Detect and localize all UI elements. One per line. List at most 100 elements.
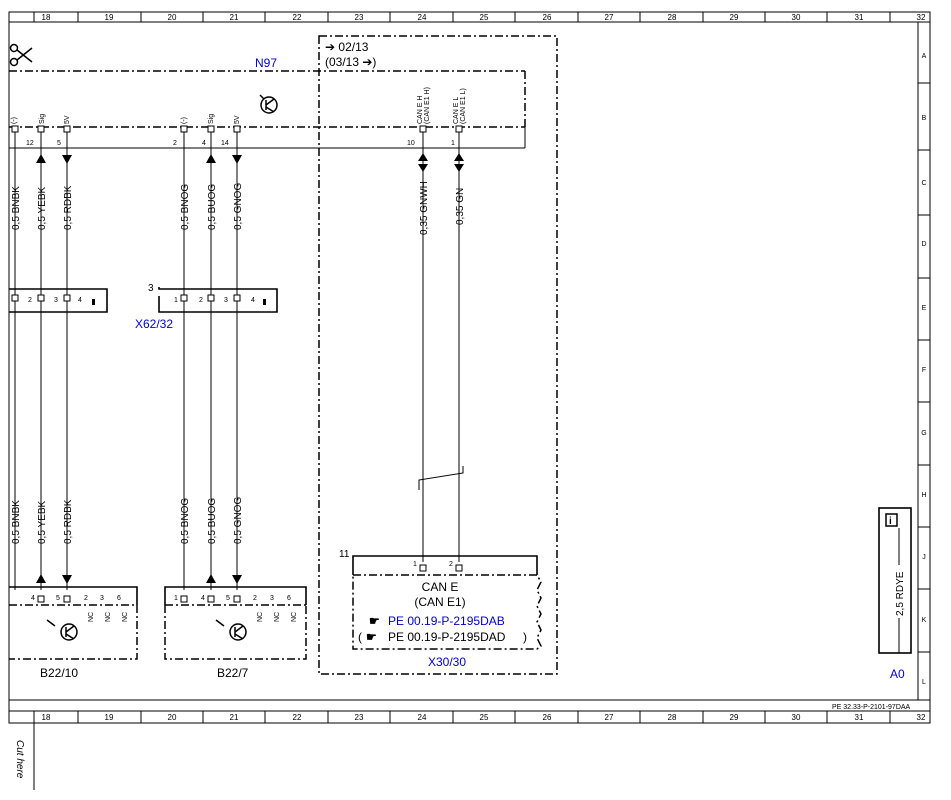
col-label: 24: [418, 713, 427, 722]
validity-box: [318, 35, 558, 675]
drawing-frame: [8, 11, 931, 790]
col-label: 18: [42, 713, 51, 722]
pointing-hand-icon: ☛: [369, 614, 380, 628]
pin-number: 5: [226, 595, 230, 602]
pin-number: 2: [253, 595, 257, 602]
signal-arrows: [36, 153, 464, 584]
col-label: 32: [917, 13, 926, 22]
wire-label: 0,35 GN: [455, 188, 466, 225]
column-labels-bottom: 18 19 20 21 22 23 24 25 26 27 28 29 30 3…: [42, 713, 926, 722]
b22-10-label: B22/10: [40, 666, 78, 680]
wire-label: 0,5 RDBK: [63, 185, 74, 230]
row-label: J: [922, 554, 926, 561]
pin-number: 6: [117, 595, 121, 602]
pin-number: 4: [202, 140, 206, 147]
drawing-reference: PE 32.33-P-2101-97DAA: [832, 704, 911, 711]
col-label: 24: [418, 13, 427, 22]
nc-label: NC: [88, 612, 95, 622]
wire-labels-lower: 0,5 BNBK 0,5 YEBK 0,5 RDBK 0,5 BNOG 0,5 …: [11, 497, 244, 544]
col-label: 29: [730, 713, 739, 722]
col-label: 22: [293, 713, 302, 722]
can-ref2-paren-open: (: [358, 630, 362, 644]
wire-label: 0,5 BUOG: [207, 498, 218, 544]
scissors-icon: [9, 43, 33, 67]
pin-number: 1: [174, 297, 178, 304]
row-label: A: [922, 53, 927, 60]
pin-number: 5: [56, 595, 60, 602]
pointing-hand-icon: ☛: [366, 630, 377, 644]
wire-label: 0,5 BNOG: [180, 498, 191, 544]
can-ref1: PE 00.19-P-2195DAB: [388, 614, 505, 628]
col-label: 22: [293, 13, 302, 22]
col-label: 26: [543, 713, 552, 722]
wire-label: 0,5 RDBK: [63, 499, 74, 544]
wire-label: 0,35 GNWH: [419, 181, 430, 235]
row-label: D: [921, 241, 926, 248]
sensor-b22-10: 4 5 2 3 6 NC NC NC B22/10: [9, 586, 138, 680]
transistor-icon: [215, 619, 247, 641]
sensor-b22-7: 1 4 5 2 3 6 NC NC NC B22/7: [164, 586, 307, 680]
col-label: 19: [105, 713, 114, 722]
col-label: 20: [168, 13, 177, 22]
col-label: 27: [605, 13, 614, 22]
x62-32-label: X62/32: [135, 317, 173, 331]
col-label: 28: [668, 713, 677, 722]
pin-label: (CAN E1 H): [424, 87, 431, 124]
col-label: 29: [730, 13, 739, 22]
wire-label: 0,5 BUOG: [207, 184, 218, 230]
wire-label: 0,5 YEBK: [37, 186, 48, 230]
connector-index: 11: [339, 549, 350, 560]
row-label: B: [922, 115, 927, 122]
nc-label: NC: [105, 612, 112, 622]
transistor-icon: [259, 94, 278, 114]
col-label: 18: [42, 13, 51, 22]
pin-number: 4: [201, 595, 205, 602]
pin-number: 4: [31, 595, 35, 602]
wire-label: 0,5 GNOG: [233, 497, 244, 544]
x30-30-label: X30/30: [428, 655, 466, 669]
validity-until: (03/13 ➔): [325, 55, 376, 69]
pin-label: Sig: [39, 114, 46, 124]
transistor-icon: [46, 619, 78, 641]
connector-left-partial: 2 3 4: [9, 288, 108, 313]
row-label: K: [922, 617, 927, 624]
row-labels: A B C D E F G H J K L: [921, 53, 926, 686]
n97-label: N97: [255, 56, 277, 70]
col-label: 26: [543, 13, 552, 22]
pin-number: 14: [221, 140, 229, 147]
can-ref2-paren-close: ): [523, 630, 527, 644]
column-labels-top: 18 19 20 21 22 23 24 25 26 27 28 29 30 3…: [42, 13, 926, 22]
a0-label: A0: [890, 667, 905, 681]
can-subtitle: (CAN E1): [414, 595, 465, 609]
connector-x62-32: 3 1 2 3 4 X62/32: [135, 283, 278, 331]
col-label: 23: [355, 13, 364, 22]
col-label: 30: [792, 13, 801, 22]
nc-label: NC: [122, 612, 129, 622]
pin-number: 2: [449, 561, 453, 568]
col-label: 21: [230, 713, 239, 722]
col-label: 31: [855, 13, 864, 22]
row-label: H: [921, 492, 926, 499]
col-label: 27: [605, 713, 614, 722]
connector-index: 3: [148, 283, 154, 294]
pin-number: 5: [57, 140, 61, 147]
pin-label: Sig: [208, 114, 215, 124]
col-label: 21: [230, 13, 239, 22]
b22-7-label: B22/7: [217, 666, 249, 680]
pin-number: 10: [407, 140, 415, 147]
pin-label: CAN E L: [453, 97, 460, 124]
wire-label: 0,5 BNBK: [11, 500, 22, 544]
pin-numbers: 12 5 2 4 14 10 1: [26, 140, 455, 147]
power-wire-label: 2,5 RDYE: [895, 571, 906, 616]
col-label: 31: [855, 713, 864, 722]
pin-number: 3: [54, 297, 58, 304]
pin-label: (-): [181, 117, 188, 124]
col-label: 19: [105, 13, 114, 22]
pin-number: 2: [173, 140, 177, 147]
wire-label: 0,5 BNOG: [180, 184, 191, 230]
wire-label: 0,5 GNOG: [233, 183, 244, 230]
col-label: 25: [480, 13, 489, 22]
wires: [14, 132, 464, 590]
nc-label: NC: [257, 612, 264, 622]
